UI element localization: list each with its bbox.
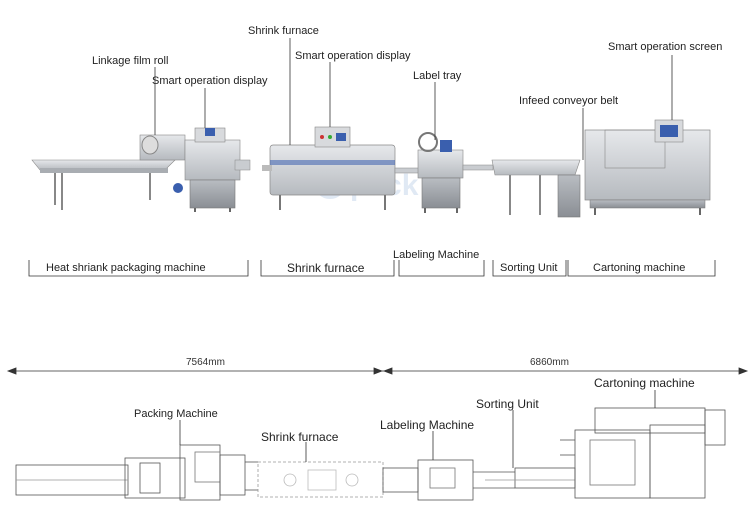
callout-smart-screen: Smart operation screen: [608, 41, 723, 53]
shrink-furnace-machine: [262, 126, 426, 210]
section-cartoning: Cartoning machine: [593, 262, 686, 274]
callout-lines: [154, 38, 673, 160]
callout-linkage-film-roll: Linkage film roll: [92, 55, 169, 67]
section-sorting: Sorting Unit: [500, 262, 558, 274]
section-shrink-furnace: Shrink furnace: [287, 261, 365, 275]
callout-smart-display-1: Smart operation display: [152, 75, 268, 87]
plan-label-cartoning: Cartoning machine: [594, 376, 695, 390]
labeling-machine: [417, 132, 494, 213]
section-brackets: [28, 260, 716, 277]
plan-label-shrink: Shrink furnace: [261, 430, 339, 444]
plan-label-labeling: Labeling Machine: [380, 418, 475, 432]
section-labeling: Labeling Machine: [393, 249, 480, 261]
dimension-left: 7564mm: [186, 357, 225, 368]
callout-label-tray: Label tray: [413, 70, 462, 82]
plan-callout-lines: [179, 390, 656, 468]
callout-infeed-conveyor: Infeed conveyor belt: [519, 95, 619, 107]
dimension-right: 6860mm: [530, 357, 569, 368]
dimension-lines: [6, 367, 749, 375]
heat-shrink-machine: [31, 127, 251, 212]
plan-label-sorting: Sorting Unit: [476, 397, 539, 411]
callout-smart-display-2: Smart operation display: [295, 50, 411, 62]
section-heat-shrink: Heat shriank packaging machine: [46, 262, 206, 274]
sorting-unit-machine: [491, 159, 581, 218]
plan-view: [15, 407, 726, 501]
callout-shrink-furnace: Shrink furnace: [248, 25, 319, 37]
cartoning-machine: [584, 119, 711, 215]
plan-label-packing: Packing Machine: [134, 408, 218, 420]
